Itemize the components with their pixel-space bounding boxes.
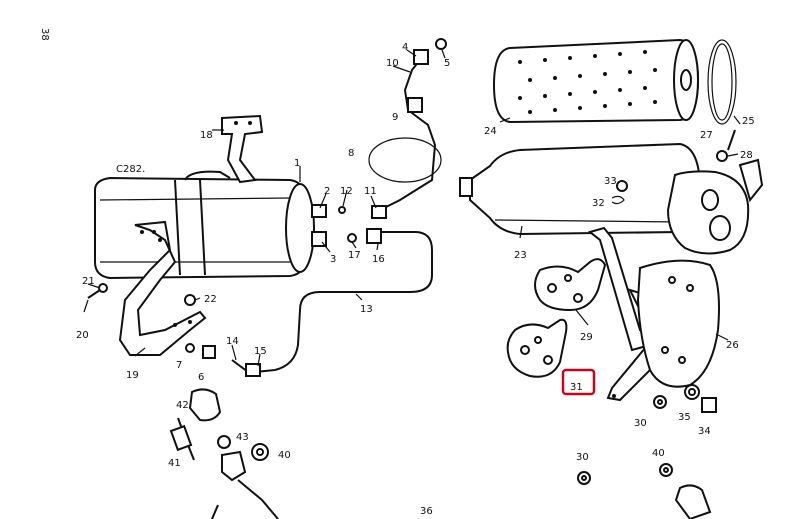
figure-code: C282. [116, 164, 145, 175]
label-15: 15 [254, 346, 267, 357]
label-27: 27 [700, 130, 713, 141]
label-28: 28 [740, 150, 753, 161]
label-10: 10 [386, 58, 399, 69]
label-16: 16 [372, 254, 385, 265]
part-labels: 1 2 3 4 5 6 7 8 9 10 11 12 13 14 15 16 1… [76, 42, 755, 469]
label-40-b: 40 [652, 448, 665, 459]
highlight-box [561, 368, 596, 396]
label-30-a: 30 [634, 418, 647, 429]
label-13: 13 [360, 304, 373, 315]
label-8: 8 [348, 148, 354, 159]
label-7: 7 [176, 360, 182, 371]
label-5: 5 [444, 58, 450, 69]
label-35: 35 [678, 412, 691, 423]
filter-bowl [459, 142, 764, 255]
label-6: 6 [198, 372, 204, 383]
label-1: 1 [294, 158, 300, 169]
label-29: 29 [580, 332, 593, 343]
label-4: 4 [402, 42, 408, 53]
label-12: 12 [340, 186, 353, 197]
page-number: 36 [420, 506, 433, 517]
label-26: 26 [726, 340, 739, 351]
label-18: 18 [200, 130, 213, 141]
mounting-brackets [506, 226, 720, 519]
left-tank-assembly [87, 114, 357, 359]
label-20: 20 [76, 330, 89, 341]
label-24: 24 [484, 126, 497, 137]
bottom-left-parts [169, 388, 279, 519]
filter-element [492, 38, 737, 162]
corner-mark: 38 [39, 28, 50, 41]
label-9: 9 [392, 112, 398, 123]
label-14: 14 [226, 336, 239, 347]
label-17: 17 [348, 250, 361, 261]
label-43: 43 [236, 432, 249, 443]
label-25: 25 [742, 116, 755, 127]
label-11: 11 [364, 186, 377, 197]
label-23: 23 [514, 250, 527, 261]
pipe-system [231, 38, 447, 377]
label-22: 22 [204, 294, 217, 305]
label-32: 32 [592, 198, 605, 209]
leader-lines [83, 49, 741, 367]
label-42: 42 [176, 400, 189, 411]
label-33: 33 [604, 176, 617, 187]
label-34: 34 [698, 426, 711, 437]
label-3: 3 [330, 254, 336, 265]
filter-perforations [518, 50, 657, 114]
label-2: 2 [324, 186, 330, 197]
label-31: 31 [570, 382, 583, 393]
label-21: 21 [82, 276, 95, 287]
label-19: 19 [126, 370, 139, 381]
label-41: 41 [168, 458, 181, 469]
label-40-a: 40 [278, 450, 291, 461]
label-30-b: 30 [576, 452, 589, 463]
